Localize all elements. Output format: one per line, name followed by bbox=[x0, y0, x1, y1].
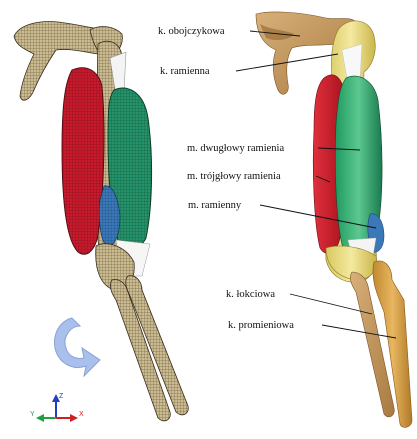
label-clavicle: k. obojczykowa bbox=[158, 26, 225, 37]
mesh-arm-model bbox=[14, 22, 188, 421]
label-radius: k. promieniowa bbox=[228, 320, 294, 331]
axis-label-y: Y bbox=[30, 411, 35, 418]
label-biceps: m. dwugłowy ramienia bbox=[187, 143, 284, 154]
label-ulna: k. łokciowa bbox=[226, 289, 275, 300]
axis-label-z: Z bbox=[59, 393, 64, 400]
axis-triad: Z X Y bbox=[30, 393, 84, 422]
label-triceps: m. trójgłowy ramienia bbox=[187, 171, 281, 182]
leader-radius bbox=[322, 325, 396, 338]
mesh-triceps bbox=[62, 68, 104, 255]
label-humerus: k. ramienna bbox=[160, 66, 210, 77]
rotate-arrow-icon bbox=[54, 318, 100, 376]
label-brachialis: m. ramienny bbox=[188, 200, 242, 211]
axis-label-x: X bbox=[79, 411, 84, 418]
